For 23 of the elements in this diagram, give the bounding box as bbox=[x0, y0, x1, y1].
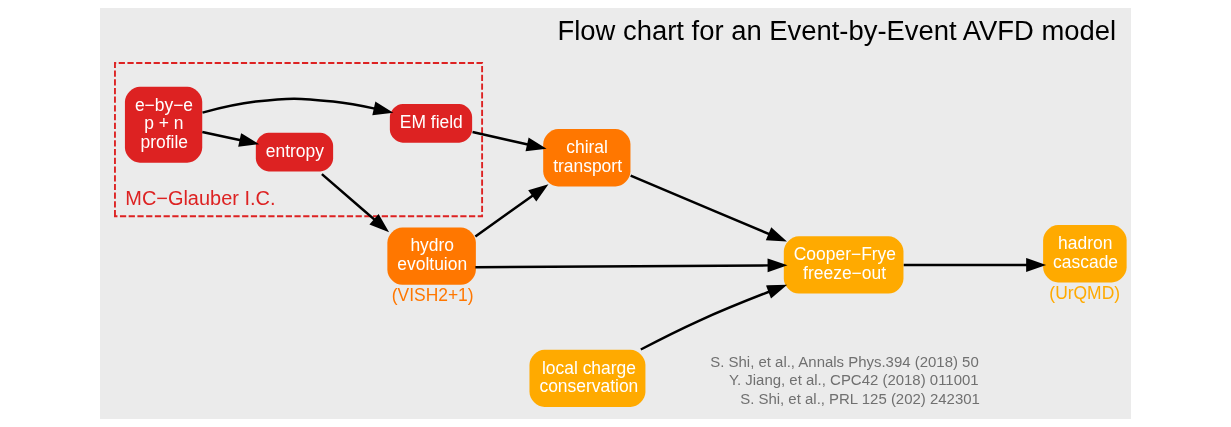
arrow bbox=[640, 284, 788, 351]
node-box: hydro evoltuion bbox=[387, 227, 476, 285]
arrow bbox=[472, 130, 547, 152]
diagram-title: Flow chart for an Event-by-Event AVFD model bbox=[557, 15, 1117, 47]
node-label: (UrQMD) bbox=[1049, 282, 1121, 303]
node-box: e−by−e p + n profile bbox=[124, 86, 203, 163]
arrow bbox=[202, 130, 260, 147]
arrow bbox=[903, 257, 1047, 272]
arrow bbox=[630, 174, 787, 242]
node-box: entropy bbox=[255, 132, 334, 172]
node-box: local charge conservation bbox=[529, 349, 646, 408]
node-box: hadron cascade bbox=[1043, 225, 1127, 283]
arrow bbox=[202, 97, 394, 116]
arrow bbox=[321, 173, 390, 233]
node-label: (VISH2+1) bbox=[391, 285, 474, 306]
label: S. Shi, et al., PRL 125 (202) 242301 bbox=[740, 390, 980, 408]
arrow bbox=[475, 258, 788, 273]
node-box: chiral transport bbox=[543, 129, 631, 187]
arrow bbox=[474, 184, 549, 238]
label: S. Shi, et al., Annals Phys.394 (2018) 50 bbox=[710, 352, 979, 370]
label: Y. Jiang, et al., CPC42 (2018) 011001 bbox=[728, 371, 979, 389]
node-box: EM field bbox=[389, 104, 473, 143]
node-box: Cooper−Frye freeze−out bbox=[783, 236, 904, 294]
